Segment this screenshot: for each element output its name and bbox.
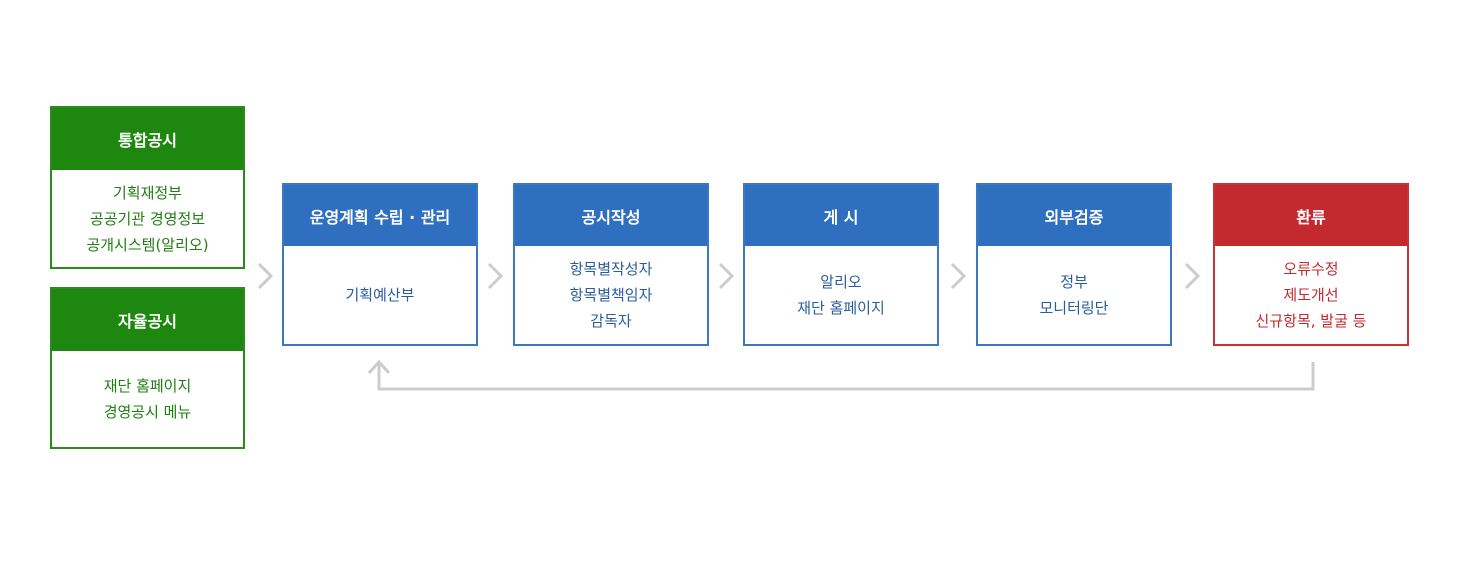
- integrated-disclosure-box: 통합공시 기획재정부 공공기관 경영정보 공개시스템(알리오): [50, 106, 245, 269]
- chevron-right-icon: [1184, 262, 1201, 290]
- integrated-line: 공개시스템(알리오): [86, 235, 209, 254]
- integrated-line: 기획재정부: [112, 183, 182, 202]
- step-verification-box: 외부검증 정부 모니터링단: [976, 183, 1172, 346]
- step-line: 기획예산부: [345, 286, 415, 304]
- step-writing-title: 공시작성: [515, 185, 707, 246]
- step-line: 오류수정: [1283, 260, 1339, 278]
- step-verification-body: 정부 모니터링단: [978, 246, 1170, 344]
- autonomous-disclosure-title: 자율공시: [52, 289, 243, 351]
- step-verification-title: 외부검증: [978, 185, 1170, 246]
- step-line: 항목별책임자: [569, 286, 653, 304]
- step-line: 신규항목, 발굴 등: [1255, 312, 1367, 330]
- step-posting-title: 게 시: [745, 185, 937, 246]
- step-feedback-box: 환류 오류수정 제도개선 신규항목, 발굴 등: [1213, 183, 1409, 346]
- step-writing-body: 항목별작성자 항목별책임자 감독자: [515, 246, 707, 344]
- step-line: 재단 홈페이지: [797, 299, 885, 317]
- chevron-right-icon: [950, 262, 967, 290]
- step-feedback-title: 환류: [1215, 185, 1407, 246]
- integrated-disclosure-title: 통합공시: [52, 108, 243, 170]
- autonomous-disclosure-box: 자율공시 재단 홈페이지 경영공시 메뉴: [50, 287, 245, 449]
- chevron-right-icon: [487, 262, 504, 290]
- step-plan-title: 운영계획 수립 · 관리: [284, 185, 476, 246]
- step-line: 감독자: [590, 312, 632, 330]
- step-line: 모니터링단: [1039, 299, 1109, 317]
- autonomous-line: 경영공시 메뉴: [103, 403, 192, 421]
- autonomous-disclosure-body: 재단 홈페이지 경영공시 메뉴: [52, 351, 243, 447]
- chevron-right-icon: [718, 262, 735, 290]
- integrated-line: 공공기관 경영정보: [89, 209, 206, 228]
- chevron-right-icon: [257, 262, 274, 290]
- autonomous-line: 재단 홈페이지: [103, 377, 192, 395]
- step-posting-box: 게 시 알리오 재단 홈페이지: [743, 183, 939, 346]
- step-line: 정부: [1060, 273, 1088, 291]
- step-posting-body: 알리오 재단 홈페이지: [745, 246, 937, 344]
- step-plan-box: 운영계획 수립 · 관리 기획예산부: [282, 183, 478, 346]
- step-line: 알리오: [820, 273, 862, 291]
- step-line: 제도개선: [1283, 286, 1339, 304]
- step-feedback-body: 오류수정 제도개선 신규항목, 발굴 등: [1215, 246, 1407, 344]
- step-writing-box: 공시작성 항목별작성자 항목별책임자 감독자: [513, 183, 709, 346]
- integrated-disclosure-body: 기획재정부 공공기관 경영정보 공개시스템(알리오): [52, 170, 243, 267]
- step-plan-body: 기획예산부: [284, 246, 476, 344]
- step-line: 항목별작성자: [569, 260, 653, 278]
